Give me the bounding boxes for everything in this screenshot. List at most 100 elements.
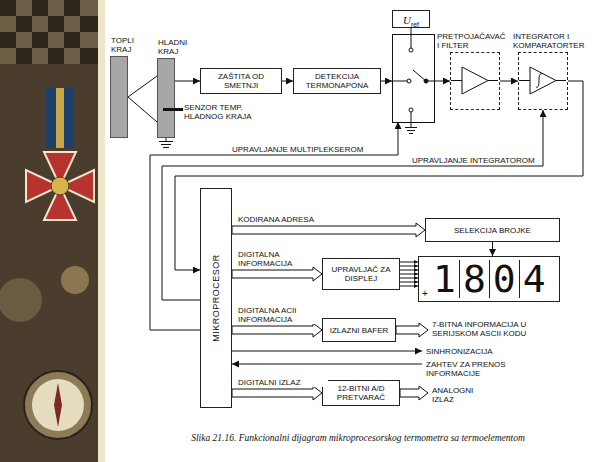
process-box: UPRAVLJAČ ZA DISPLEJ xyxy=(322,258,400,290)
connector-line xyxy=(128,76,157,97)
medal-ribbon xyxy=(46,88,74,148)
amplifier-output xyxy=(488,80,498,81)
signal-wire xyxy=(381,81,392,82)
connector xyxy=(492,242,493,256)
part-heading: PRETPOJAČAVAČ I FILTER xyxy=(437,32,507,50)
switch-contact xyxy=(407,79,411,83)
signal-label: UPRAVLJANJE MULTIPLEKSEROM xyxy=(232,145,392,154)
compass xyxy=(24,371,92,439)
reference-voltage-box: Uref xyxy=(392,10,430,28)
multiplexer-box xyxy=(393,35,435,123)
part-heading: INTEGRATOR I KOMPARATORTER xyxy=(513,32,587,50)
connector-line xyxy=(500,81,518,82)
slide-border xyxy=(98,0,105,462)
connector-line xyxy=(282,81,293,82)
integral-sign xyxy=(536,74,542,87)
hollow-arrow xyxy=(232,386,322,400)
digital-display: +1804 xyxy=(418,256,560,302)
hollow-arrow xyxy=(400,386,428,400)
hollow-arrow xyxy=(396,323,428,337)
chess-pattern xyxy=(0,0,98,64)
box-text: DETEKCIJA TERMONAPONA xyxy=(298,72,376,90)
connector xyxy=(282,81,293,82)
connector xyxy=(400,262,418,286)
amplifier-triangle xyxy=(530,67,556,94)
medal-ribbon xyxy=(56,88,64,148)
cold-junction: HLADNI KRAJ xyxy=(157,58,175,138)
signal-label: ANALOGNI IZLAZ xyxy=(432,386,484,404)
decorative-strip xyxy=(0,0,98,462)
box-text: IZLAZNI BAFER xyxy=(330,326,389,335)
rotated-label: MIKROPROCESOR xyxy=(211,254,221,342)
amplifier-triangle xyxy=(462,67,488,94)
display-digits: 1804 xyxy=(433,259,553,299)
hollow-arrow xyxy=(232,323,322,337)
connector-line xyxy=(492,242,493,256)
text-holder: DETEKCIJA TERMONAPONA xyxy=(298,72,376,90)
connector xyxy=(232,223,425,237)
connector-line xyxy=(400,262,418,263)
signal-label: ZAHTEV ZA PRENOS INFORMACIJE xyxy=(426,360,518,378)
box-text: 12-BITNI A/D PRETVARAČ xyxy=(327,384,395,402)
ground-symbol xyxy=(159,142,173,148)
text-holder: IZLAZNI BAFER xyxy=(330,326,389,335)
symbol-subscript: ref xyxy=(411,21,419,29)
amplifier-symbol xyxy=(519,53,566,108)
chess-pattern xyxy=(0,0,98,64)
connector xyxy=(175,81,200,82)
process-box: IZLAZNI BAFER xyxy=(322,318,396,342)
box-text: ZAŠTITA OD SMETNJI xyxy=(205,72,277,90)
ground-symbol xyxy=(405,128,417,134)
process-box: SELEKCIJA BROJKE xyxy=(425,218,560,242)
connector xyxy=(128,76,157,122)
figure-caption: Slika 21.16. Funkcionalni dijagram mikro… xyxy=(105,433,611,444)
connector-line xyxy=(400,282,418,283)
display-sign: + xyxy=(422,288,428,299)
switch-arm xyxy=(413,70,426,81)
connector xyxy=(500,81,518,82)
amplifier-drawing xyxy=(519,67,566,94)
switch-contact xyxy=(409,108,413,112)
switch-contact xyxy=(409,48,413,52)
edge-label: DIGITALNA ACII INFORMACIJA xyxy=(238,306,318,324)
text-holder: ZAŠTITA OD SMETNJI xyxy=(205,72,277,90)
signal-label: SINHRONIZACIJA xyxy=(426,347,526,356)
symbol-holder: Uref xyxy=(403,10,419,28)
edge-label: DIGITALNA INFORMACIJA xyxy=(238,250,300,268)
process-box: 12-BITNI A/D PRETVARAČ xyxy=(322,380,400,406)
medal-center xyxy=(51,177,69,195)
heading-text: HLADNI KRAJ xyxy=(158,38,198,56)
process-box: DETEKCIJA TERMONAPONA xyxy=(293,68,381,94)
microprocessor-box: MIKROPROCESOR xyxy=(200,188,232,408)
texture-spot xyxy=(61,266,89,294)
process-box: ZAŠTITA OD SMETNJI xyxy=(200,68,282,94)
edge-label: DIGITALNI IZLAZ xyxy=(238,378,328,387)
amplifier-input xyxy=(451,80,462,81)
ground-wire xyxy=(411,112,412,127)
compass-needle xyxy=(54,383,62,427)
part-heading: HLADNI KRAJ xyxy=(158,38,198,56)
amplifier-symbol xyxy=(451,53,498,108)
texture-spot xyxy=(0,278,42,322)
connector-line xyxy=(400,286,418,287)
signal-label: 7-BITNA INFORMACIJA U SERIJSKOM ASCII KO… xyxy=(432,320,562,338)
multiplexer-output xyxy=(426,81,450,82)
processor-name: MIKROPROCESOR xyxy=(211,254,221,342)
symbol-letter: U xyxy=(403,14,411,26)
connector-line xyxy=(175,81,200,82)
amplifier-output xyxy=(556,80,566,81)
compass-face xyxy=(32,379,84,431)
hollow-arrow xyxy=(232,223,425,237)
part-heading: TOPLI KRAJ xyxy=(111,36,145,54)
text-holder: UPRAVLJAČ ZA DISPLEJ xyxy=(327,265,395,283)
connector-line xyxy=(400,278,418,279)
connector xyxy=(232,267,322,281)
heading-text: INTEGRATOR I KOMPARATORTER xyxy=(513,32,587,50)
box-text: UPRAVLJAČ ZA DISPLEJ xyxy=(327,265,395,283)
reference-wire xyxy=(411,28,412,48)
amplifier-input xyxy=(519,80,530,81)
switch-input xyxy=(392,81,407,82)
text-holder: SELEKCIJA BROJKE xyxy=(454,226,531,235)
medal-cross xyxy=(26,152,94,220)
